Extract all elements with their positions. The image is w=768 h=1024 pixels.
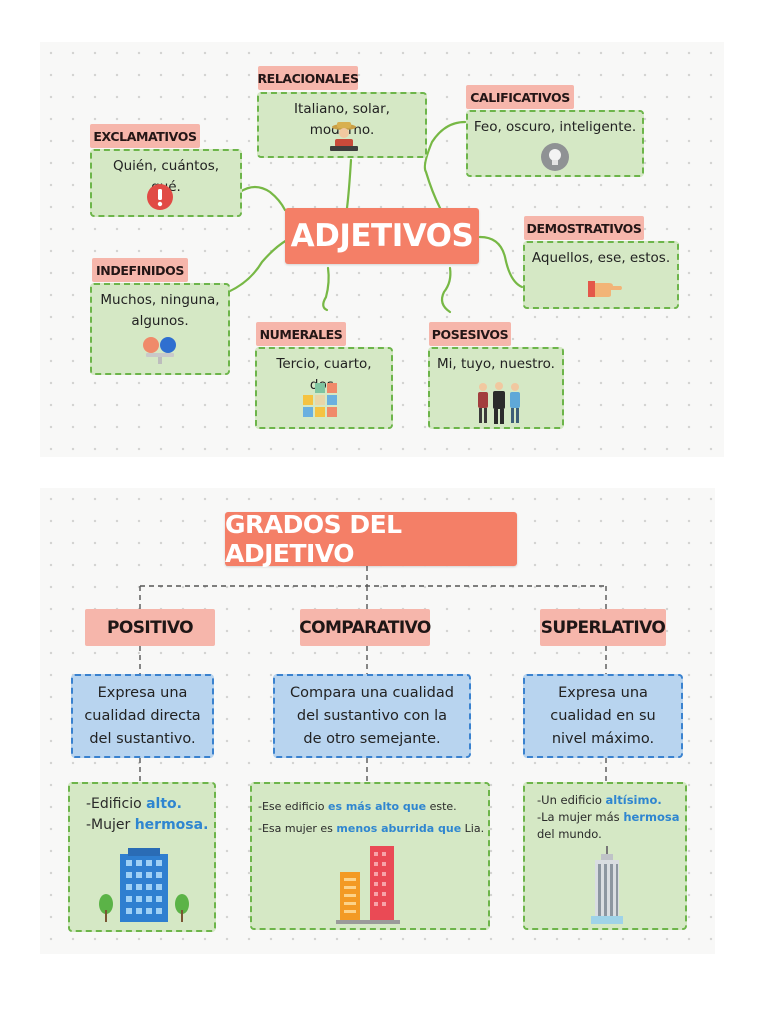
calificativos-box: Feo, oscuro, inteligente. bbox=[466, 110, 644, 177]
superlativo-ex3: del mundo. bbox=[537, 827, 602, 841]
farmer-icon bbox=[330, 122, 358, 151]
dashed-connectors bbox=[139, 566, 607, 782]
posesivos-title: POSESIVOS bbox=[429, 322, 511, 346]
indefinidos-examples-line2: algunos. bbox=[131, 313, 189, 329]
superlativo-ex1-text: -Un edificio bbox=[537, 793, 606, 807]
comparativo-def-line3: de otro semejante. bbox=[303, 730, 441, 747]
people-icon bbox=[478, 382, 520, 424]
indefinidos-examples-line1: Muchos, ninguna, bbox=[100, 292, 220, 308]
positivo-def-line1: Expresa una bbox=[97, 684, 188, 701]
comparativo-ex2-end: Lia. bbox=[461, 822, 485, 835]
two-buildings-icon bbox=[336, 846, 400, 924]
comparativo-ex2-highlight: menos aburrida que bbox=[336, 822, 462, 835]
exclamativos-title: EXCLAMATIVOS bbox=[90, 124, 200, 148]
superlativo-ex1-highlight: altísimo. bbox=[605, 793, 662, 807]
comparativo-examples: -Ese edificio es más alto que este. -Esa… bbox=[250, 782, 490, 930]
superlativo-example-list: -Un edificio altísimo. -La mujer más her… bbox=[537, 792, 685, 843]
comparativo-ex1-end: este. bbox=[426, 800, 457, 813]
positivo-ex2: -Mujer hermosa. bbox=[86, 817, 208, 833]
positivo-ex1: -Edificio alto. bbox=[86, 796, 182, 812]
superlativo-ex2-highlight: hermosa bbox=[623, 810, 680, 824]
comparativo-ex2: -Esa mujer es menos aburrida que Lia. bbox=[258, 822, 484, 835]
demostrativos-box: Aquellos, ese, estos. bbox=[523, 241, 679, 309]
superlativo-def-line1: Expresa una bbox=[558, 684, 648, 701]
comparativo-definition: Compara una cualidad del sustantivo con … bbox=[273, 674, 471, 758]
superlativo-title: SUPERLATIVO bbox=[540, 609, 666, 646]
exclamation-icon bbox=[147, 184, 173, 210]
positivo-ex1-highlight: alto. bbox=[146, 796, 182, 812]
adjetivos-mind-map: RELACIONALES Italiano, solar, moderno. C… bbox=[40, 42, 724, 457]
superlativo-def-line3: nivel máximo. bbox=[551, 730, 655, 747]
positivo-def-line3: del sustantivo. bbox=[89, 730, 196, 747]
connector-lines bbox=[226, 120, 524, 314]
comparativo-ex1-text: -Ese edificio bbox=[258, 800, 328, 813]
adjetivos-center: ADJETIVOS bbox=[285, 208, 479, 264]
positivo-ex2-highlight: hermosa. bbox=[134, 817, 209, 833]
demostrativos-examples: Aquellos, ese, estos. bbox=[531, 250, 671, 266]
positivo-ex1-text: -Edificio bbox=[86, 796, 147, 812]
comparativo-ex1-highlight: es más alto que bbox=[327, 800, 427, 813]
indefinidos-box: Muchos, ninguna, algunos. bbox=[90, 283, 230, 375]
posesivos-examples: Mi, tuyo, nuestro. bbox=[437, 356, 555, 372]
lightbulb-icon bbox=[541, 143, 569, 171]
comparativo-title: COMPARATIVO bbox=[299, 609, 431, 646]
positivo-ex2-text: -Mujer bbox=[86, 817, 135, 833]
indefinidos-title: INDEFINIDOS bbox=[92, 258, 188, 282]
grados-panel: GRADOS DEL ADJETIVO POSITIVO Expresa una… bbox=[40, 488, 715, 954]
number-blocks-icon bbox=[303, 383, 337, 417]
calificativos-title: CALIFICATIVOS bbox=[466, 85, 574, 109]
positivo-title: POSITIVO bbox=[85, 609, 215, 646]
demostrativos-title: DEMOSTRATIVOS bbox=[524, 216, 644, 240]
numerales-box: Tercio, cuarto, dos. bbox=[255, 347, 393, 429]
superlativo-ex2: -La mujer más hermosa bbox=[537, 810, 679, 824]
superlativo-def-line2: cualidad en su bbox=[550, 707, 656, 724]
comparativo-def-line2: del sustantivo con la bbox=[296, 707, 448, 724]
comparativo-example-list: -Ese edificio es más alto que este. -Esa… bbox=[258, 796, 488, 840]
relacionales-box: Italiano, solar, moderno. bbox=[257, 92, 427, 158]
comparativo-def-line1: Compara una cualidad bbox=[290, 684, 454, 701]
relacionales-title: RELACIONALES bbox=[257, 66, 359, 90]
posesivos-box: Mi, tuyo, nuestro. bbox=[428, 347, 564, 429]
positivo-example-list: -Edificio alto. -Mujer hermosa. bbox=[86, 794, 214, 836]
superlativo-ex2-text: -La mujer más bbox=[537, 810, 624, 824]
superlativo-definition: Expresa una cualidad en su nivel máximo. bbox=[523, 674, 683, 758]
calificativos-examples: Feo, oscuro, inteligente. bbox=[473, 119, 637, 135]
superlativo-ex1: -Un edificio altísimo. bbox=[537, 793, 662, 807]
exclamativos-box: Quién, cuántos, qué. bbox=[90, 149, 242, 217]
comparativo-ex2-text: -Esa mujer es bbox=[258, 822, 337, 835]
balls-icon bbox=[143, 337, 176, 364]
superlativo-examples: -Un edificio altísimo. -La mujer más her… bbox=[523, 782, 687, 930]
pointing-hand-icon bbox=[588, 281, 622, 297]
comparativo-ex1: -Ese edificio es más alto que este. bbox=[258, 800, 457, 813]
grados-title: GRADOS DEL ADJETIVO bbox=[225, 510, 517, 568]
skyscraper-icon bbox=[591, 846, 623, 924]
positivo-def-line2: cualidad directa bbox=[84, 707, 201, 724]
positivo-definition: Expresa una cualidad directa del sustant… bbox=[71, 674, 214, 758]
positivo-examples: -Edificio alto. -Mujer hermosa. bbox=[68, 782, 216, 932]
numerales-title: NUMERALES bbox=[256, 322, 346, 346]
indefinidos-examples: Muchos, ninguna, algunos. bbox=[92, 290, 228, 332]
building-trees-icon bbox=[99, 848, 189, 922]
